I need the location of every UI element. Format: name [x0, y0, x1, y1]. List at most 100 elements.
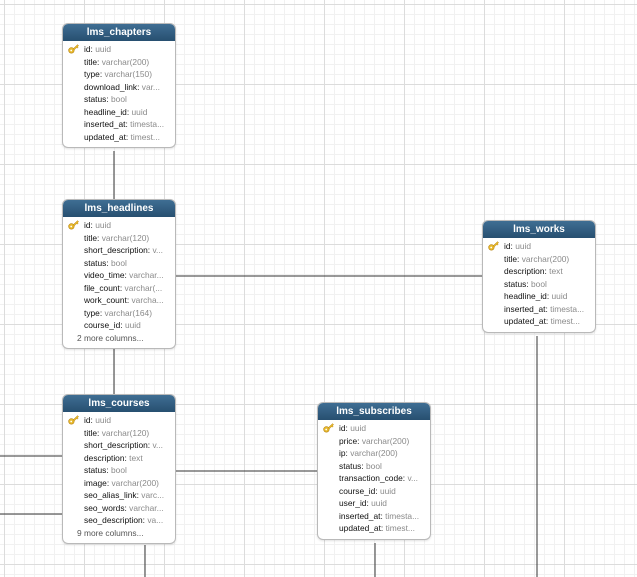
column-row[interactable]: course_id: uuid: [63, 319, 175, 332]
column-type: var...: [141, 81, 160, 92]
column-row[interactable]: seo_words: varchar...: [63, 502, 175, 515]
column-type: varchar(120): [101, 232, 150, 243]
column-row[interactable]: image: varchar(200): [63, 477, 175, 490]
column-row[interactable]: inserted_at: timesta...: [318, 510, 430, 523]
column-row[interactable]: title: varchar(120): [63, 232, 175, 245]
table-title[interactable]: lms_chapters: [63, 24, 175, 41]
column-row[interactable]: description: text: [63, 452, 175, 465]
column-row[interactable]: status: bool: [63, 257, 175, 270]
column-row[interactable]: updated_at: timest...: [318, 522, 430, 535]
column-row[interactable]: inserted_at: timesta...: [63, 118, 175, 131]
column-name: inserted_at: [504, 303, 546, 314]
column-type: varchar...: [129, 502, 164, 513]
column-type: varchar(200): [350, 448, 398, 458]
column-name: headline_id: [504, 291, 547, 301]
column-row[interactable]: status: bool: [483, 278, 595, 291]
table-title[interactable]: lms_subscribes: [318, 403, 430, 420]
column-row[interactable]: status: bool: [63, 464, 175, 477]
column-row[interactable]: short_description: v...: [63, 439, 175, 452]
column-row[interactable]: id: uuid: [63, 43, 175, 56]
column-name: description: [504, 266, 545, 276]
column-name: download_link: [84, 81, 138, 92]
column-row[interactable]: id: uuid: [483, 240, 595, 253]
column-row[interactable]: download_link: var...: [63, 81, 175, 94]
column-type: varcha...: [131, 295, 164, 305]
column-row[interactable]: video_time: varchar...: [63, 269, 175, 282]
column-row[interactable]: status: bool: [318, 460, 430, 473]
column-name: seo_alias_link: [84, 490, 137, 500]
column-type: varchar(150): [104, 69, 152, 79]
column-row[interactable]: seo_description: va...: [63, 514, 175, 527]
column-type: varchar(200): [361, 435, 410, 446]
column-type: uuid: [350, 423, 367, 433]
column-row[interactable]: headline_id: uuid: [483, 290, 595, 303]
table-title[interactable]: lms_works: [483, 221, 595, 238]
column-row[interactable]: title: varchar(200): [483, 253, 595, 266]
column-row[interactable]: type: varchar(164): [63, 307, 175, 320]
column-type: varc...: [141, 490, 165, 500]
column-row[interactable]: price: varchar(200): [318, 435, 430, 448]
column-name: status: [84, 94, 107, 104]
column-row[interactable]: updated_at: timest...: [63, 131, 175, 144]
column-row[interactable]: type: varchar(150): [63, 68, 175, 81]
column-row[interactable]: inserted_at: timesta...: [483, 303, 595, 316]
column-row[interactable]: transaction_code: v...: [318, 472, 430, 485]
column-row[interactable]: id: uuid: [63, 219, 175, 232]
column-type: bool: [366, 460, 382, 471]
column-type: va...: [147, 515, 164, 525]
more-columns-link[interactable]: 9 more columns...: [77, 527, 144, 538]
column-name: description: [84, 452, 125, 463]
column-row[interactable]: title: varchar(120): [63, 427, 175, 440]
column-name: title: [84, 232, 98, 243]
column-row[interactable]: title: varchar(200): [63, 56, 175, 69]
column-name: inserted_at: [339, 510, 381, 521]
column-name: headline_id: [84, 106, 127, 117]
column-name: updated_at: [504, 316, 546, 326]
more-columns-link[interactable]: 2 more columns...: [77, 332, 144, 343]
column-name: transaction_code: [339, 473, 403, 483]
column-type: text: [129, 452, 143, 463]
column-type: varchar(120): [101, 427, 150, 438]
table-title[interactable]: lms_headlines: [63, 200, 175, 217]
column-name: status: [84, 257, 107, 268]
column-row[interactable]: id: uuid: [63, 414, 175, 427]
column-type: bool: [111, 94, 127, 104]
column-name: image: [84, 477, 107, 488]
column-row[interactable]: short_description: v...: [63, 244, 175, 257]
table-title[interactable]: lms_courses: [63, 395, 175, 412]
column-row[interactable]: seo_alias_link: varc...: [63, 489, 175, 502]
column-row[interactable]: ip: varchar(200): [318, 447, 430, 460]
column-row[interactable]: user_id: uuid: [318, 497, 430, 510]
column-name: type: [84, 69, 100, 79]
column-type: text: [549, 266, 563, 276]
column-row[interactable]: course_id: uuid: [318, 485, 430, 498]
column-name: inserted_at: [84, 119, 126, 129]
column-row[interactable]: headline_id: uuid: [63, 106, 175, 119]
column-type: bool: [531, 278, 547, 289]
column-type: uuid: [95, 415, 112, 425]
column-name: status: [84, 465, 107, 475]
primary-key-icon: [68, 44, 79, 54]
column-type: timesta...: [550, 303, 585, 314]
column-row[interactable]: work_count: varcha...: [63, 294, 175, 307]
column-row[interactable]: file_count: varchar(...: [63, 282, 175, 295]
column-row[interactable]: updated_at: timest...: [483, 315, 595, 328]
column-name: seo_words: [84, 502, 125, 513]
column-type: varchar(...: [124, 282, 163, 293]
column-type: uuid: [371, 498, 387, 508]
column-name: updated_at: [84, 131, 126, 142]
column-name: file_count: [84, 282, 120, 293]
column-row[interactable]: description: text: [483, 265, 595, 278]
column-row[interactable]: status: bool: [63, 93, 175, 106]
column-row[interactable]: id: uuid: [318, 422, 430, 435]
